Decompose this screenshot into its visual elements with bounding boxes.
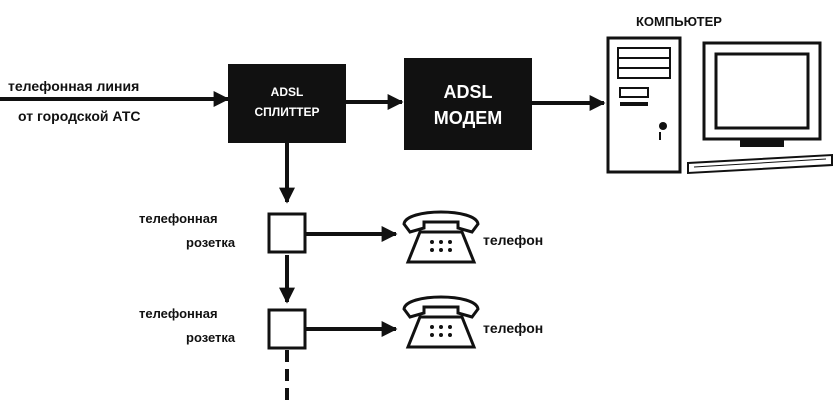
splitter-label-1: ADSL	[271, 85, 304, 99]
computer-keyboard-icon	[687, 153, 833, 175]
socket-1-label-1: телефонная	[139, 211, 218, 226]
incoming-line-label-2: от городской АТС	[18, 108, 141, 124]
socket-row-2: телефонная розетка телефон	[139, 295, 543, 350]
modem-label-1: ADSL	[444, 82, 493, 102]
adsl-splitter: ADSL СПЛИТТЕР	[228, 64, 346, 143]
modem-label-2: МОДЕМ	[434, 108, 503, 128]
socket-2-label-1: телефонная	[139, 306, 218, 321]
splitter-box	[228, 64, 346, 143]
phone-1-label: телефон	[483, 232, 543, 248]
adsl-modem: ADSL МОДЕМ	[404, 58, 532, 150]
phone-2-label: телефон	[483, 320, 543, 336]
computer: КОМПЬЮТЕР	[606, 14, 833, 175]
incoming-line-label-1: телефонная линия	[8, 78, 139, 94]
socket-1-box	[267, 212, 307, 254]
socket-1-label-2: розетка	[186, 235, 236, 250]
socket-2-label-2: розетка	[186, 330, 236, 345]
computer-monitor-icon	[702, 41, 822, 147]
socket-row-1: телефонная розетка телефон	[139, 210, 543, 264]
computer-label: КОМПЬЮТЕР	[636, 14, 722, 29]
incoming-line-group: телефонная линия от городской АТС	[0, 78, 230, 124]
telephone-icon	[402, 210, 480, 264]
socket-2-box	[267, 308, 307, 350]
telephone-icon	[402, 295, 480, 349]
computer-tower-icon	[606, 36, 682, 174]
modem-box	[404, 58, 532, 150]
splitter-label-2: СПЛИТТЕР	[254, 105, 319, 119]
